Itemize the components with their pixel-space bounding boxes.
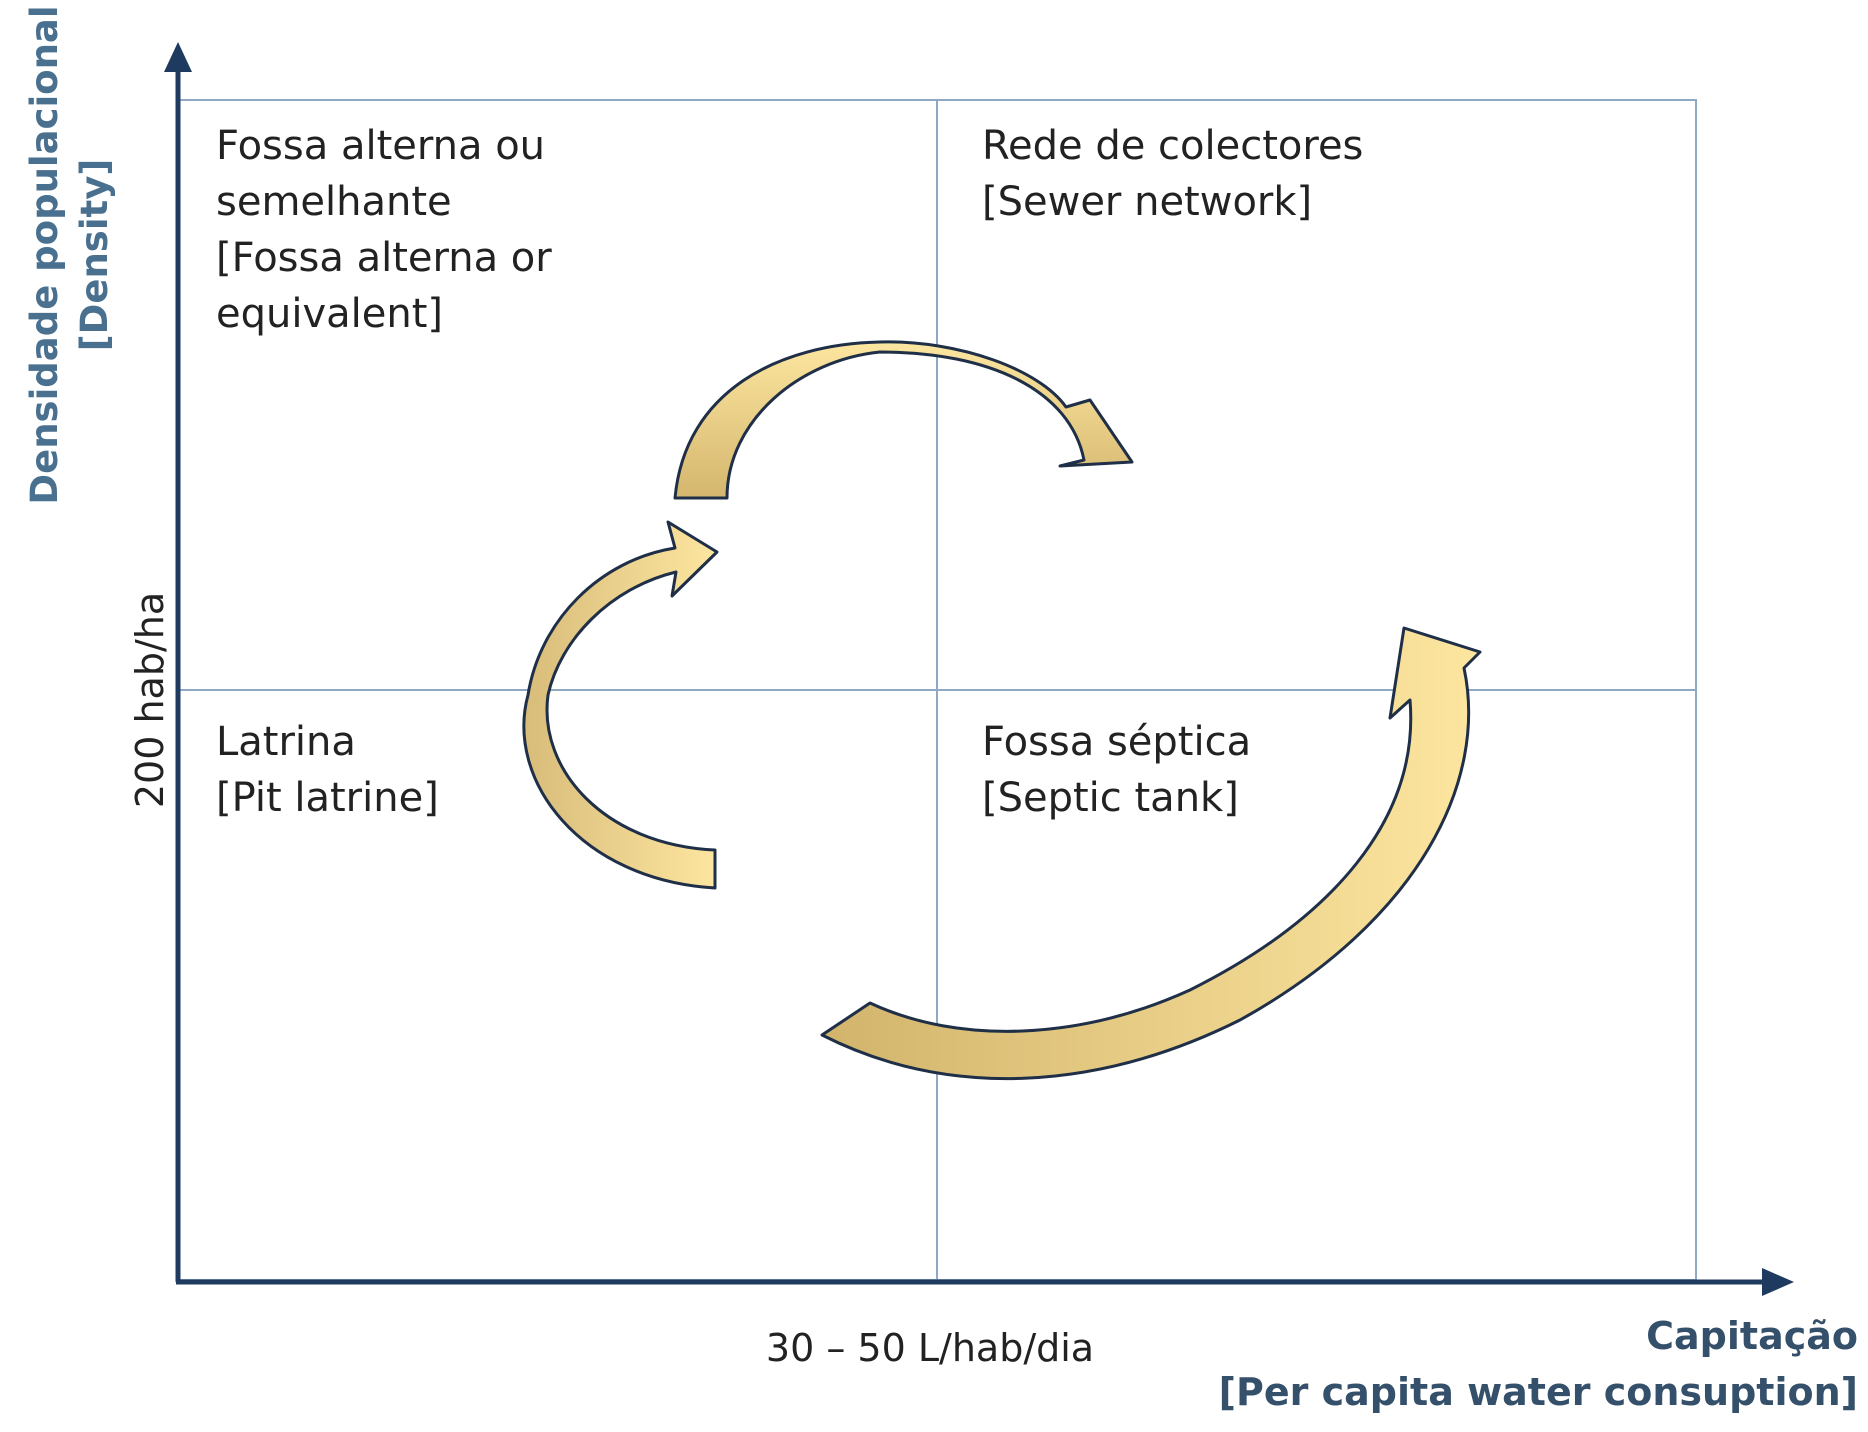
- quadrant-line: Fossa alterna ou: [216, 123, 546, 169]
- x-axis-arrowhead: [1762, 1268, 1794, 1296]
- quadrant-bottom-right-label: Fossa séptica [Septic tank]: [982, 714, 1251, 826]
- y-axis-label: Densidade populacional [Density]: [20, 5, 120, 504]
- y-threshold-label: 200 hab/ha: [128, 591, 172, 809]
- x-axis-label-en: [Per capita water consuption]: [1218, 1370, 1858, 1414]
- quadrant-line: Rede de colectores: [982, 123, 1364, 169]
- x-axis-label-pt: Capitação: [1646, 1314, 1858, 1358]
- quadrant-line: semelhante: [216, 179, 452, 225]
- arrow-alternate-to-sewer: [673, 340, 1134, 500]
- quadrant-line: [Septic tank]: [982, 775, 1239, 821]
- x-threshold-label: 30 – 50 L/hab/dia: [765, 1326, 1095, 1370]
- quadrant-line: [Fossa alterna or: [216, 235, 552, 281]
- x-axis-label: Capitação [Per capita water consuption]: [1219, 1308, 1858, 1420]
- quadrant-line: [Sewer network]: [982, 179, 1313, 225]
- quadrant-line: equivalent]: [216, 291, 444, 337]
- arrow-latrine-to-alternate: [522, 520, 719, 890]
- quadrant-bottom-left-label: Latrina [Pit latrine]: [216, 714, 439, 826]
- y-axis-arrowhead: [164, 42, 192, 72]
- quadrant-line: Fossa séptica: [982, 719, 1252, 765]
- quadrant-top-right-label: Rede de colectores [Sewer network]: [982, 118, 1363, 230]
- quadrant-top-left-label: Fossa alterna ou semelhante [Fossa alter…: [216, 118, 552, 342]
- quadrant-line: [Pit latrine]: [216, 775, 439, 821]
- arrow-septic-to-sewer: [820, 626, 1482, 1081]
- quadrant-line: Latrina: [216, 719, 356, 765]
- y-axis-label-en: [Density]: [73, 158, 116, 352]
- y-axis-label-pt: Densidade populacional: [23, 5, 66, 505]
